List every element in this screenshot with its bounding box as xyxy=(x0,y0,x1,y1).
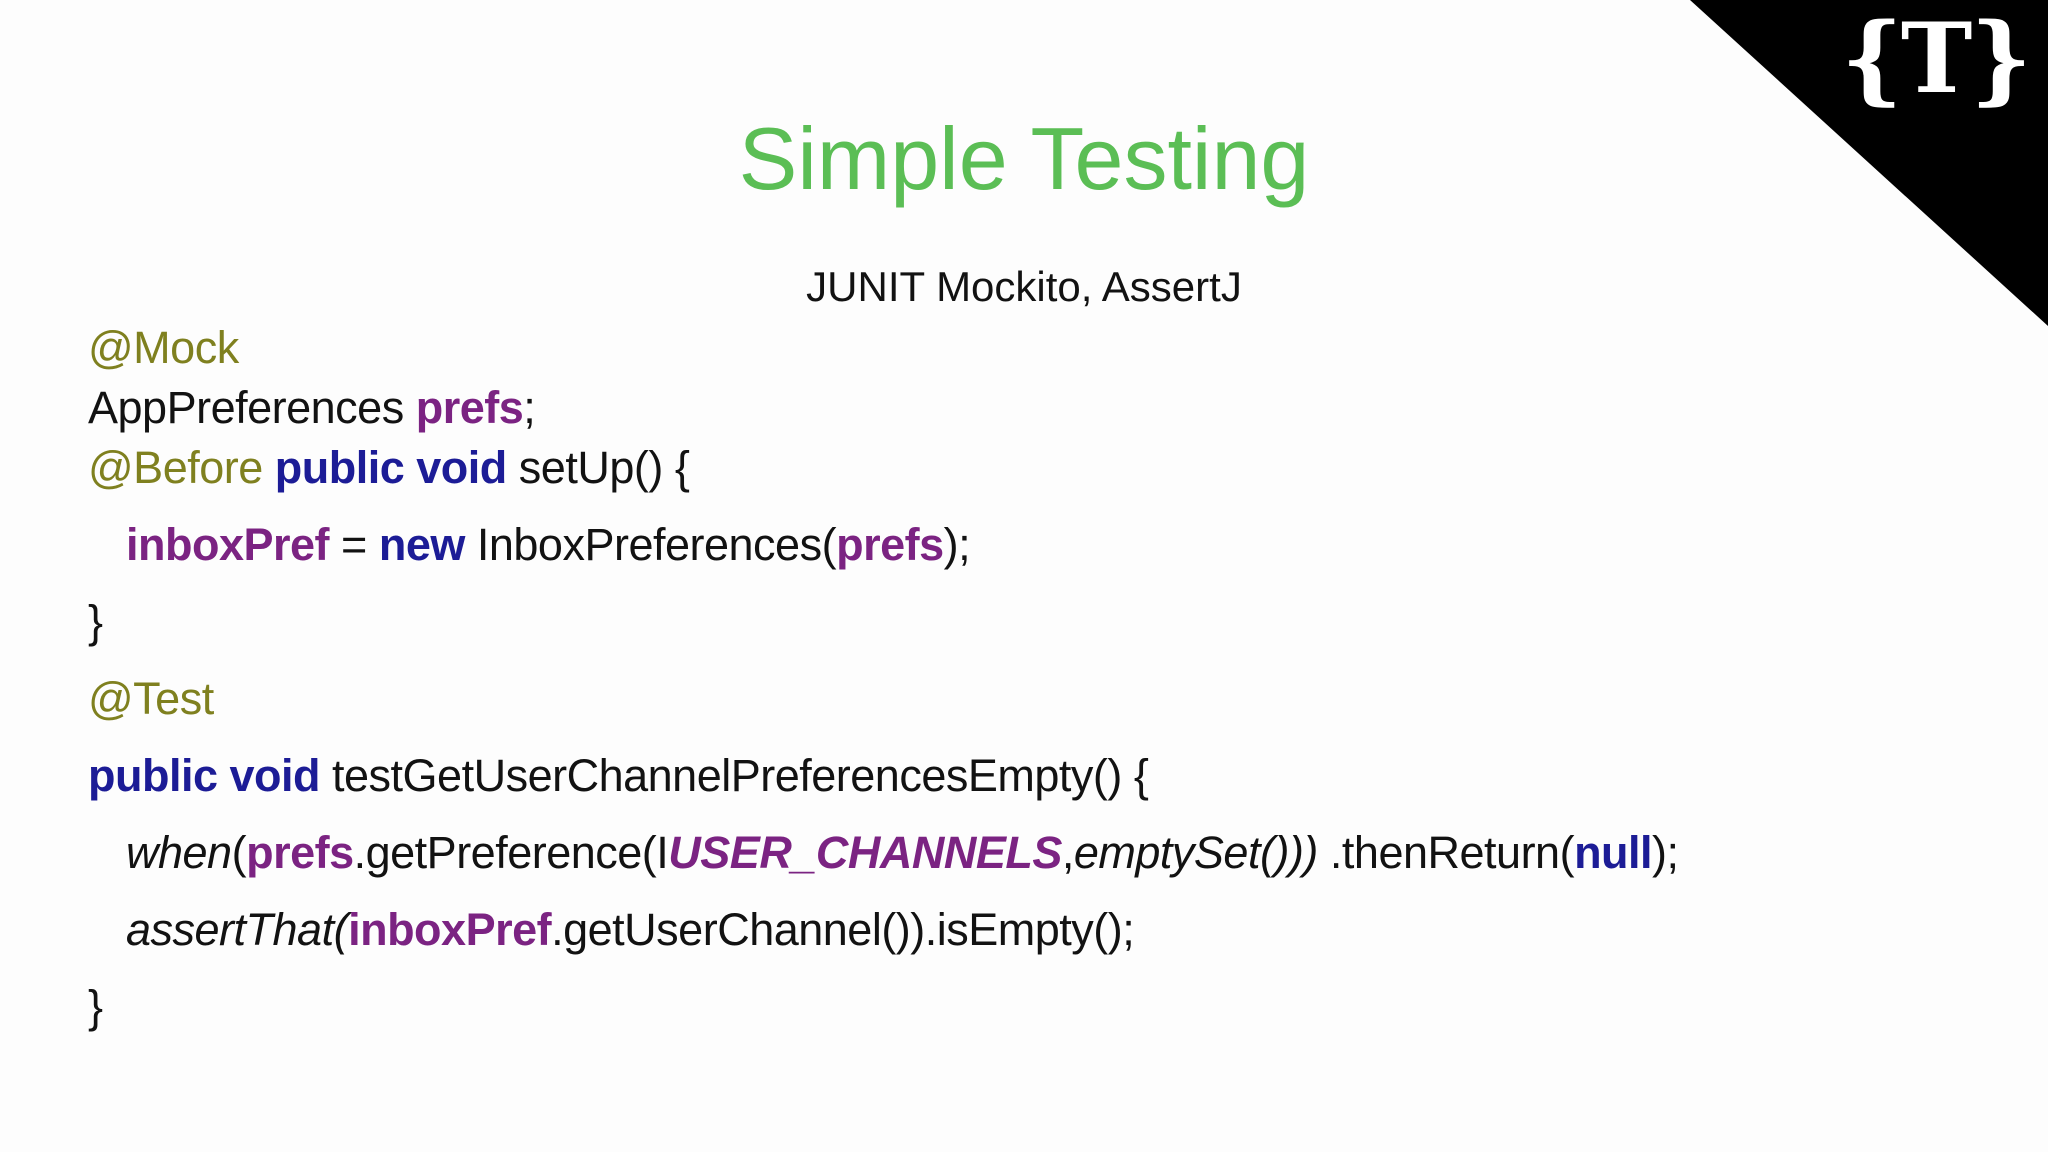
code-segment: ())) xyxy=(1259,827,1318,878)
code-line: when(prefs.getPreference(IUSER_CHANNELS,… xyxy=(88,823,2008,883)
code-line: assertThat(inboxPref.getUserChannel()).i… xyxy=(88,900,2008,960)
code-line: } xyxy=(88,592,2008,652)
code-segment: } xyxy=(88,596,103,647)
code-segment: public void xyxy=(88,750,321,801)
code-segment: @Test xyxy=(88,673,214,724)
code-line: @Before public void setUp() { xyxy=(88,438,2008,498)
code-line: public void testGetUserChannelPreference… xyxy=(88,746,2008,806)
slide-subtitle: JUNIT Mockito, AssertJ xyxy=(806,263,1242,310)
code-segment: ); xyxy=(943,519,971,570)
code-segment: USER_CHANNELS xyxy=(668,827,1062,878)
code-segment: InboxPreferences( xyxy=(464,519,837,570)
code-line: } xyxy=(88,977,2008,1037)
code-line: inboxPref = new InboxPreferences(prefs); xyxy=(88,515,2008,575)
code-segment: AppPreferences xyxy=(88,382,416,433)
code-segment: , xyxy=(1061,827,1075,878)
code-segment: .thenReturn( xyxy=(1317,827,1575,878)
code-segment: assertThat( xyxy=(126,904,349,955)
code-segment: prefs xyxy=(836,519,944,570)
code-segment: } xyxy=(88,981,103,1032)
code-line: @Test xyxy=(88,669,2008,729)
code-segment: public void xyxy=(274,442,508,493)
code-segment: .getPreference(I xyxy=(353,827,669,878)
nyt-logo: {T} xyxy=(1841,2,2032,115)
code-segment: .getUserChannel()).isEmpty(); xyxy=(551,904,1135,955)
code-segment: ; xyxy=(523,382,536,433)
code-segment: prefs xyxy=(415,382,524,433)
code-segment: inboxPref xyxy=(126,519,330,570)
code-line: @Mock xyxy=(88,318,2008,378)
code-segment: ); xyxy=(1652,827,1679,878)
code-segment: null xyxy=(1574,827,1653,878)
code-segment: inboxPref xyxy=(348,904,552,955)
code-segment: testGetUserChannelPreferencesEmpty() { xyxy=(320,750,1149,801)
code-segment: @Before xyxy=(88,442,275,493)
code-segment: emptySet xyxy=(1073,827,1261,878)
slide-title: Simple Testing xyxy=(738,109,1310,208)
code-segment: @Mock xyxy=(88,322,239,373)
code-segment: = xyxy=(329,519,379,570)
code-segment: when xyxy=(126,827,232,878)
code-segment: ( xyxy=(231,827,247,878)
code-segment: new xyxy=(378,519,466,570)
code-segment: prefs xyxy=(246,827,354,878)
code-line: AppPreferences prefs; xyxy=(88,378,2008,438)
code-segment: setUp() { xyxy=(506,442,690,493)
